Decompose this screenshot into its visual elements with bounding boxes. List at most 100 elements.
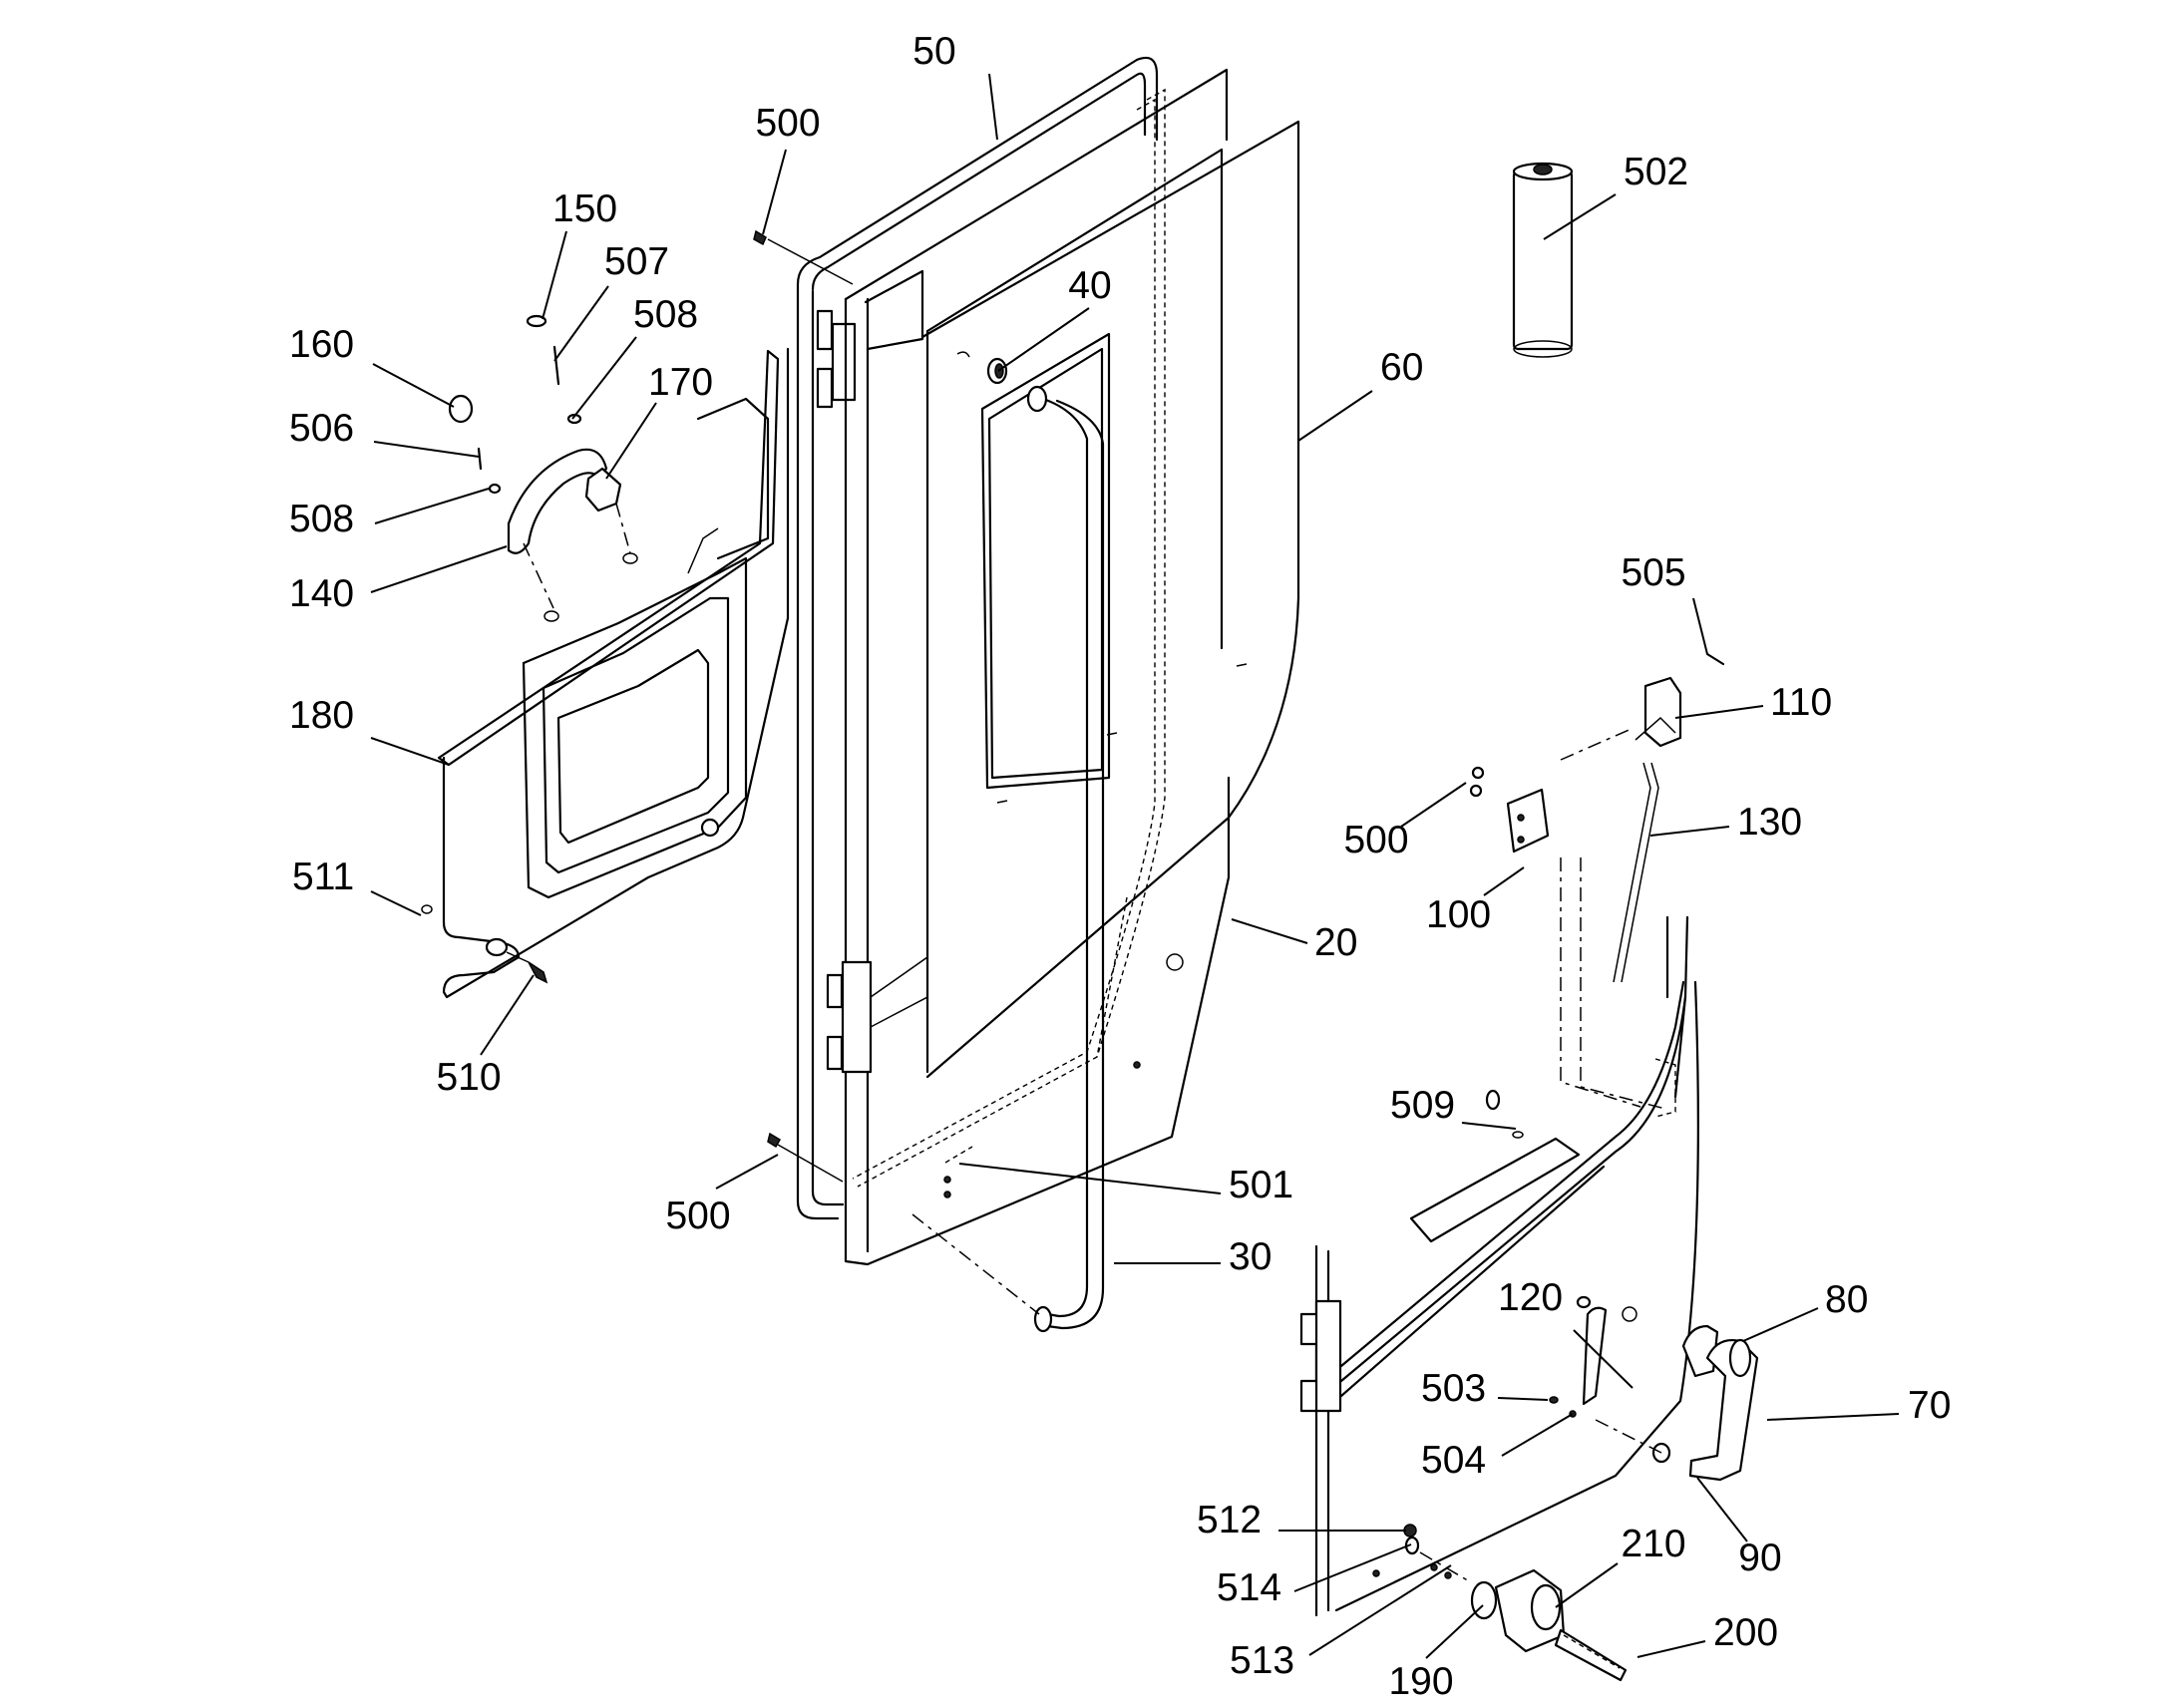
leader-line [1400, 782, 1467, 828]
callout-c504: 504 [1421, 1413, 1574, 1482]
part-number-label: 180 [289, 694, 354, 737]
callout-c190: 190 [1388, 1604, 1484, 1703]
callout-c90: 90 [1696, 1477, 1782, 1579]
leader-line [374, 488, 490, 524]
part-number-label: 200 [1713, 1611, 1778, 1654]
leader-line [1483, 866, 1525, 896]
leader-line [542, 230, 567, 320]
callout-c130: 130 [1649, 801, 1802, 844]
inner-trim-panel [421, 347, 790, 999]
callout-c508b: 508 [289, 488, 490, 540]
part-number-label: 160 [289, 323, 354, 366]
part-number-label: 508 [633, 293, 698, 336]
callout-c50: 50 [912, 30, 998, 141]
leader-line [1696, 1477, 1748, 1542]
callout-c120: 120 [1498, 1276, 1634, 1389]
part-number-label: 503 [1421, 1367, 1486, 1410]
part-number-label: 505 [1621, 551, 1685, 594]
part-number-label: 40 [1068, 264, 1111, 307]
callout-c501: 501 [958, 1163, 1293, 1206]
part-number-label: 501 [1229, 1164, 1293, 1206]
part-number-label: 70 [1908, 1384, 1951, 1427]
part-number-label: 80 [1825, 1278, 1868, 1321]
cylinder-502 [1512, 162, 1574, 358]
leader-line [988, 73, 998, 141]
leader-line [1543, 193, 1617, 240]
callout-c180: 180 [289, 694, 450, 766]
callout-c500c: 500 [665, 1154, 779, 1237]
screws [753, 229, 973, 1183]
part-number-label: 500 [1343, 819, 1408, 861]
callout-c200: 200 [1636, 1611, 1778, 1658]
callout-c510: 510 [436, 974, 535, 1099]
latch-hardware [1469, 652, 1725, 983]
callout-c512: 512 [1197, 1499, 1406, 1541]
part-number-label: 508 [289, 498, 354, 540]
part-number-label: 100 [1426, 893, 1491, 936]
leader-line [370, 545, 508, 593]
part-number-label: 504 [1421, 1439, 1486, 1482]
part-number-label: 502 [1624, 151, 1688, 193]
leader-line [1636, 1640, 1706, 1658]
leader-line [571, 336, 637, 420]
leader-line [715, 1154, 779, 1190]
callout-c170: 170 [605, 361, 713, 480]
part-number-label: 511 [292, 855, 354, 898]
part-number-label: 507 [604, 240, 669, 283]
leader-line [1555, 1562, 1619, 1608]
callout-c40: 40 [997, 264, 1112, 372]
leader-line [1231, 918, 1308, 944]
callout-c210: 210 [1555, 1523, 1686, 1608]
leader-line [553, 285, 609, 362]
callout-c80: 80 [1742, 1278, 1868, 1342]
leader-line [1501, 1413, 1574, 1457]
leader-line [370, 737, 450, 766]
lower-door-section [1299, 857, 1699, 1617]
part-number-label: 512 [1197, 1499, 1262, 1541]
callout-c70: 70 [1766, 1384, 1951, 1427]
part-number-label: 90 [1738, 1537, 1781, 1579]
callout-c500b: 500 [1343, 782, 1467, 861]
leader-line [1649, 826, 1730, 837]
callout-c100: 100 [1426, 866, 1525, 936]
left-handle-assembly [448, 314, 631, 609]
part-number-label: 509 [1390, 1084, 1455, 1127]
part-number-label: 210 [1621, 1523, 1685, 1565]
leader-line [1674, 705, 1764, 719]
leader-line [372, 363, 455, 408]
lower-handle-lock [1372, 1295, 1759, 1682]
callout-c502: 502 [1543, 151, 1688, 240]
leader-line [1461, 1122, 1517, 1130]
callout-c140: 140 [289, 545, 508, 615]
callout-c160: 160 [289, 323, 455, 408]
part-number-label: 50 [912, 30, 955, 73]
callout-c30: 30 [1114, 1235, 1272, 1278]
leader-line [1497, 1397, 1549, 1401]
leader-line [1766, 1413, 1900, 1421]
part-number-label: 190 [1388, 1660, 1453, 1703]
part-number-label: 120 [1498, 1276, 1563, 1319]
part-number-label: 500 [755, 102, 820, 145]
leader-line [370, 890, 422, 916]
leader-line [958, 1163, 1222, 1195]
leader-line [1293, 1543, 1412, 1592]
leader-line [1742, 1307, 1819, 1342]
part-number-label: 500 [665, 1195, 730, 1237]
grab-rail [911, 351, 1105, 1333]
leader-line [1692, 597, 1708, 655]
callout-c110: 110 [1674, 681, 1832, 724]
callout-c514: 514 [1217, 1543, 1412, 1609]
part-number-label: 60 [1380, 346, 1423, 389]
part-number-label: 110 [1770, 681, 1832, 724]
callout-c60: 60 [1297, 346, 1423, 442]
callout-c506: 506 [289, 407, 480, 458]
door-frame [796, 56, 1159, 1220]
leader-line [1297, 390, 1373, 442]
leader-line [605, 402, 657, 480]
part-number-label: 140 [289, 572, 354, 615]
leader-line [373, 441, 480, 458]
part-number-label: 30 [1229, 1235, 1272, 1278]
leader-line [1573, 1329, 1634, 1389]
